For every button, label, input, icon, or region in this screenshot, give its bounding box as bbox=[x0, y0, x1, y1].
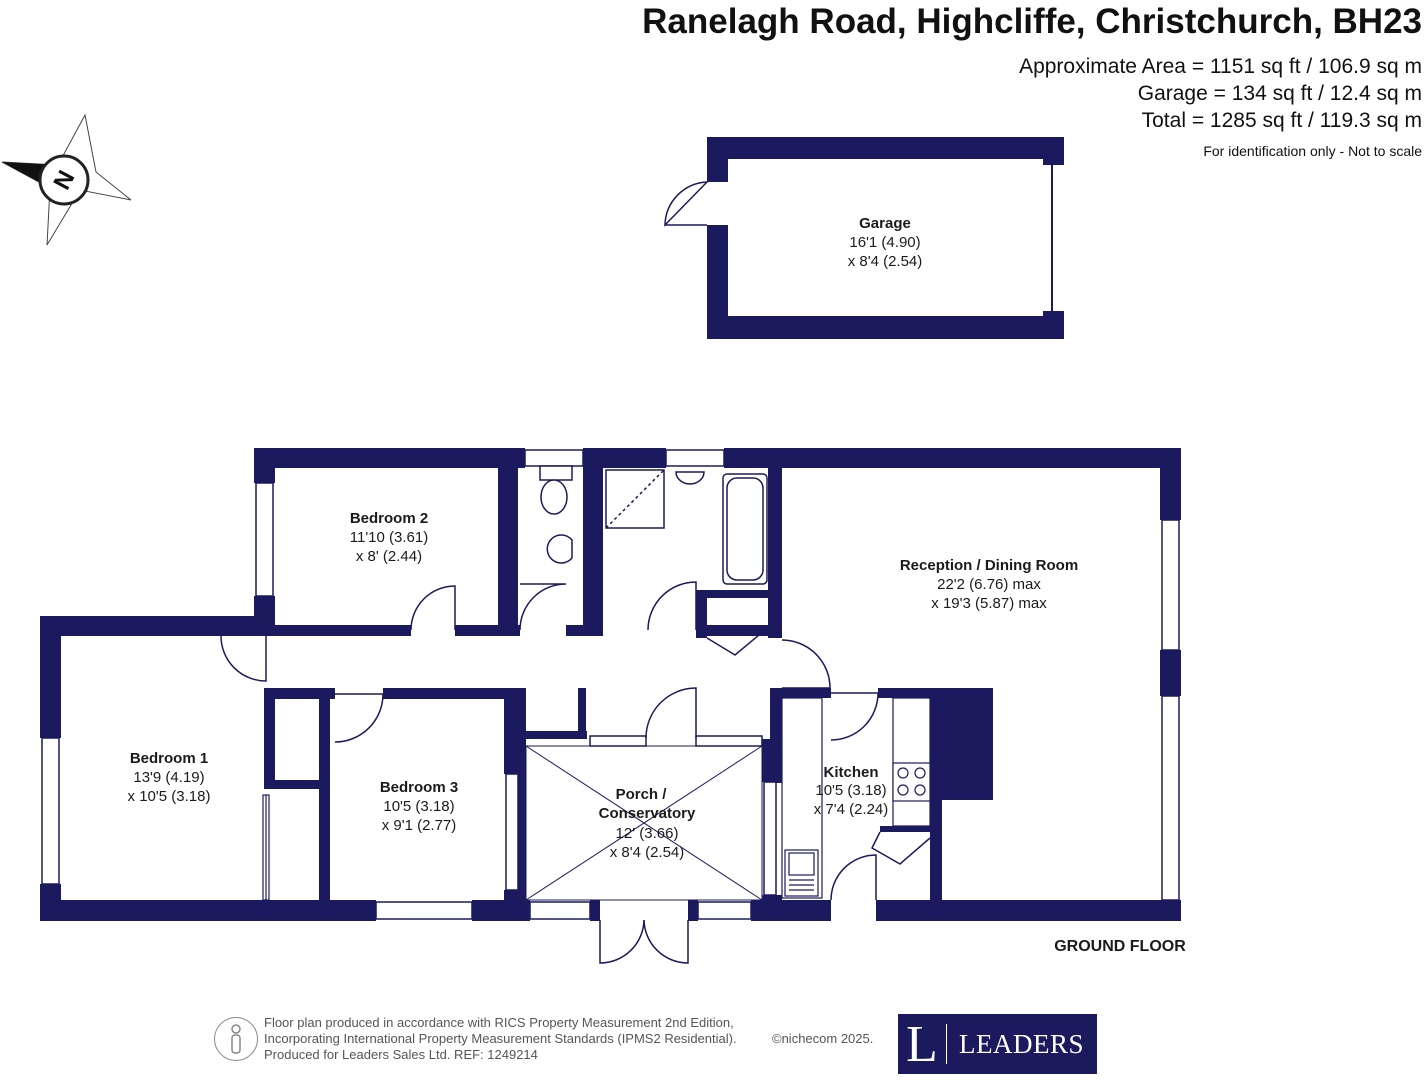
kitchen-name: Kitchen bbox=[823, 764, 878, 781]
bedroom3-dim2: x 9'1 (2.77) bbox=[382, 817, 457, 834]
house-walls bbox=[40, 448, 1181, 921]
garage-dim1: 16'1 (4.90) bbox=[849, 234, 920, 251]
reception-name: Reception / Dining Room bbox=[900, 557, 1078, 574]
garage-walls bbox=[707, 137, 1064, 339]
footer-line3: Produced for Leaders Sales Ltd. REF: 124… bbox=[264, 1047, 538, 1062]
porch-dim2: x 8'4 (2.54) bbox=[610, 844, 685, 861]
porch-name: Porch / bbox=[616, 786, 668, 803]
footer-notes: Floor plan produced in accordance with R… bbox=[264, 1015, 737, 1063]
bedroom2-dim2: x 8' (2.44) bbox=[356, 548, 422, 565]
kitchen-dim1: 10'5 (3.18) bbox=[815, 782, 886, 799]
leaders-logo: L LEADERS bbox=[898, 1014, 1097, 1074]
bedroom1-name: Bedroom 1 bbox=[130, 750, 208, 767]
bedroom3-name: Bedroom 3 bbox=[380, 779, 458, 796]
porch-dim1: 12' (3.66) bbox=[616, 825, 679, 842]
garage-door bbox=[664, 181, 709, 227]
kitchen-dim2: x 7'4 (2.24) bbox=[814, 801, 889, 818]
total-area: Total = 1285 sq ft / 119.3 sq m bbox=[1141, 109, 1422, 132]
bedroom1-dim2: x 10'5 (3.18) bbox=[128, 788, 211, 805]
garage-dim2: x 8'4 (2.54) bbox=[848, 253, 923, 270]
copyright: ©nichecom 2025. bbox=[772, 1031, 874, 1046]
windows bbox=[41, 449, 1180, 920]
door-swings bbox=[220, 581, 931, 964]
logo-divider bbox=[946, 1024, 947, 1064]
bedroom2-name: Bedroom 2 bbox=[350, 510, 428, 527]
bedroom1-dim1: 13'9 (4.19) bbox=[133, 769, 204, 786]
wardrobe bbox=[262, 794, 270, 901]
floor-label: GROUND FLOOR bbox=[1054, 938, 1186, 955]
reception-dim2: x 19'3 (5.87) max bbox=[931, 595, 1047, 612]
bedroom3-dim1: 10'5 (3.18) bbox=[383, 798, 454, 815]
logo-letter: L bbox=[906, 1015, 938, 1073]
footer-line1: Floor plan produced in accordance with R… bbox=[264, 1015, 734, 1030]
logo-name: LEADERS bbox=[959, 1028, 1084, 1059]
page-title: Ranelagh Road, Highcliffe, Christchurch,… bbox=[642, 2, 1422, 41]
footer-line2: Incorporating International Property Mea… bbox=[264, 1031, 737, 1046]
garage-area: Garage = 134 sq ft / 12.4 sq m bbox=[1137, 82, 1422, 105]
porch-name2: Conservatory bbox=[599, 805, 696, 822]
compass-icon: N bbox=[1, 113, 132, 246]
person-icon bbox=[214, 1017, 258, 1061]
bathroom-fixtures bbox=[539, 465, 768, 585]
conservatory-roof bbox=[525, 745, 763, 901]
garage-name: Garage bbox=[859, 215, 911, 232]
bedroom2-dim1: 11'10 (3.61) bbox=[350, 529, 428, 546]
reception-dim1: 22'2 (6.76) max bbox=[937, 576, 1041, 593]
disclaimer: For identification only - Not to scale bbox=[1203, 143, 1422, 159]
approximate-area: Approximate Area = 1151 sq ft / 106.9 sq… bbox=[1019, 55, 1422, 78]
kitchen-fixtures bbox=[781, 697, 931, 899]
